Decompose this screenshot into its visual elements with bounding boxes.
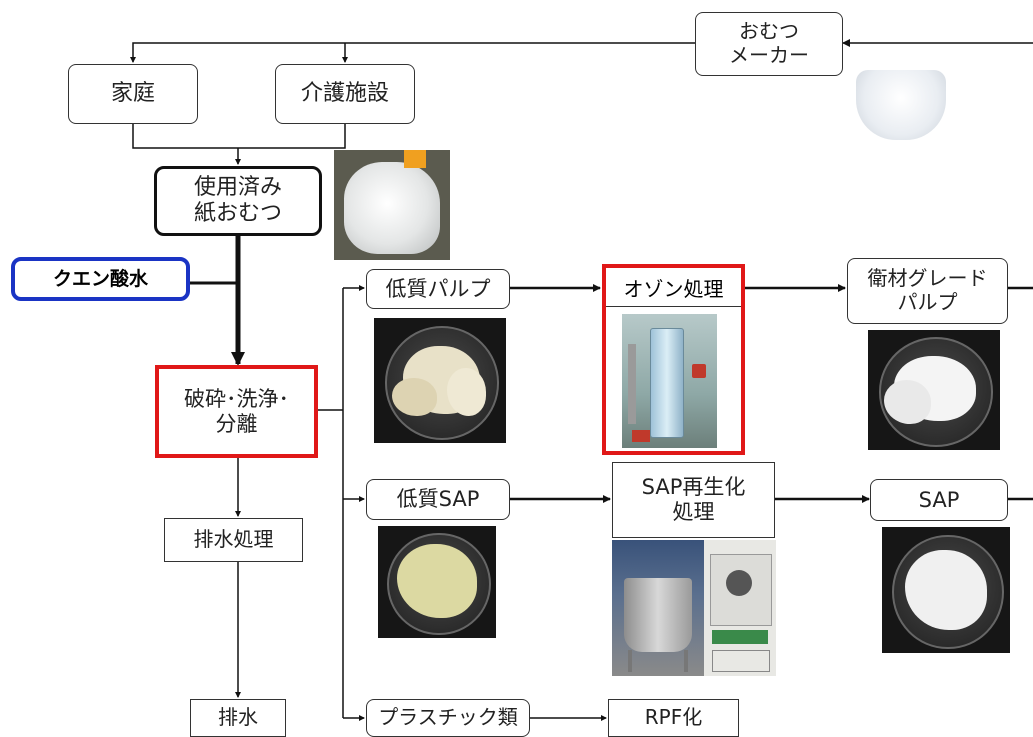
- arrow-crush-branch: [318, 288, 344, 718]
- node-care-facility: 介護施設: [275, 64, 415, 124]
- node-ozone-treatment-label: オゾン処理: [606, 268, 741, 307]
- low-quality-sap-photo: [378, 526, 496, 638]
- node-rpf: RPF化: [608, 699, 739, 737]
- node-graded-pulp: 衛材グレード パルプ: [847, 258, 1008, 324]
- node-low-quality-sap: 低質SAP: [366, 479, 510, 520]
- used-diaper-bag-photo: [334, 150, 450, 260]
- low-quality-pulp-photo: [374, 318, 506, 443]
- diaper-product-photo: [848, 56, 953, 148]
- node-plastics: プラスチック類: [366, 699, 530, 737]
- graded-pulp-photo: [868, 330, 1000, 450]
- sap-regeneration-oven-photo: [704, 540, 776, 676]
- arrow-home-care-to-used: [132, 124, 346, 164]
- node-diaper-maker: おむつ メーカー: [695, 12, 843, 76]
- sap-regeneration-tank-photo: [612, 540, 704, 676]
- node-low-quality-pulp: 低質パルプ: [366, 269, 510, 309]
- node-drainage: 排水: [190, 699, 286, 737]
- node-crush-wash-separate: 破砕･洗浄･ 分離: [155, 365, 318, 458]
- node-citric-acid-water: クエン酸水: [11, 257, 190, 301]
- ozone-reactor-photo: [622, 314, 717, 448]
- node-household: 家庭: [68, 64, 198, 124]
- node-sap-regeneration: SAP再生化 処理: [612, 462, 775, 538]
- node-used-diapers: 使用済み 紙おむつ: [154, 166, 322, 236]
- node-drainage-treatment: 排水処理: [164, 518, 303, 562]
- arrow-maker-to-households: [130, 42, 695, 63]
- node-sap: SAP: [870, 479, 1008, 521]
- sap-product-photo: [882, 527, 1010, 653]
